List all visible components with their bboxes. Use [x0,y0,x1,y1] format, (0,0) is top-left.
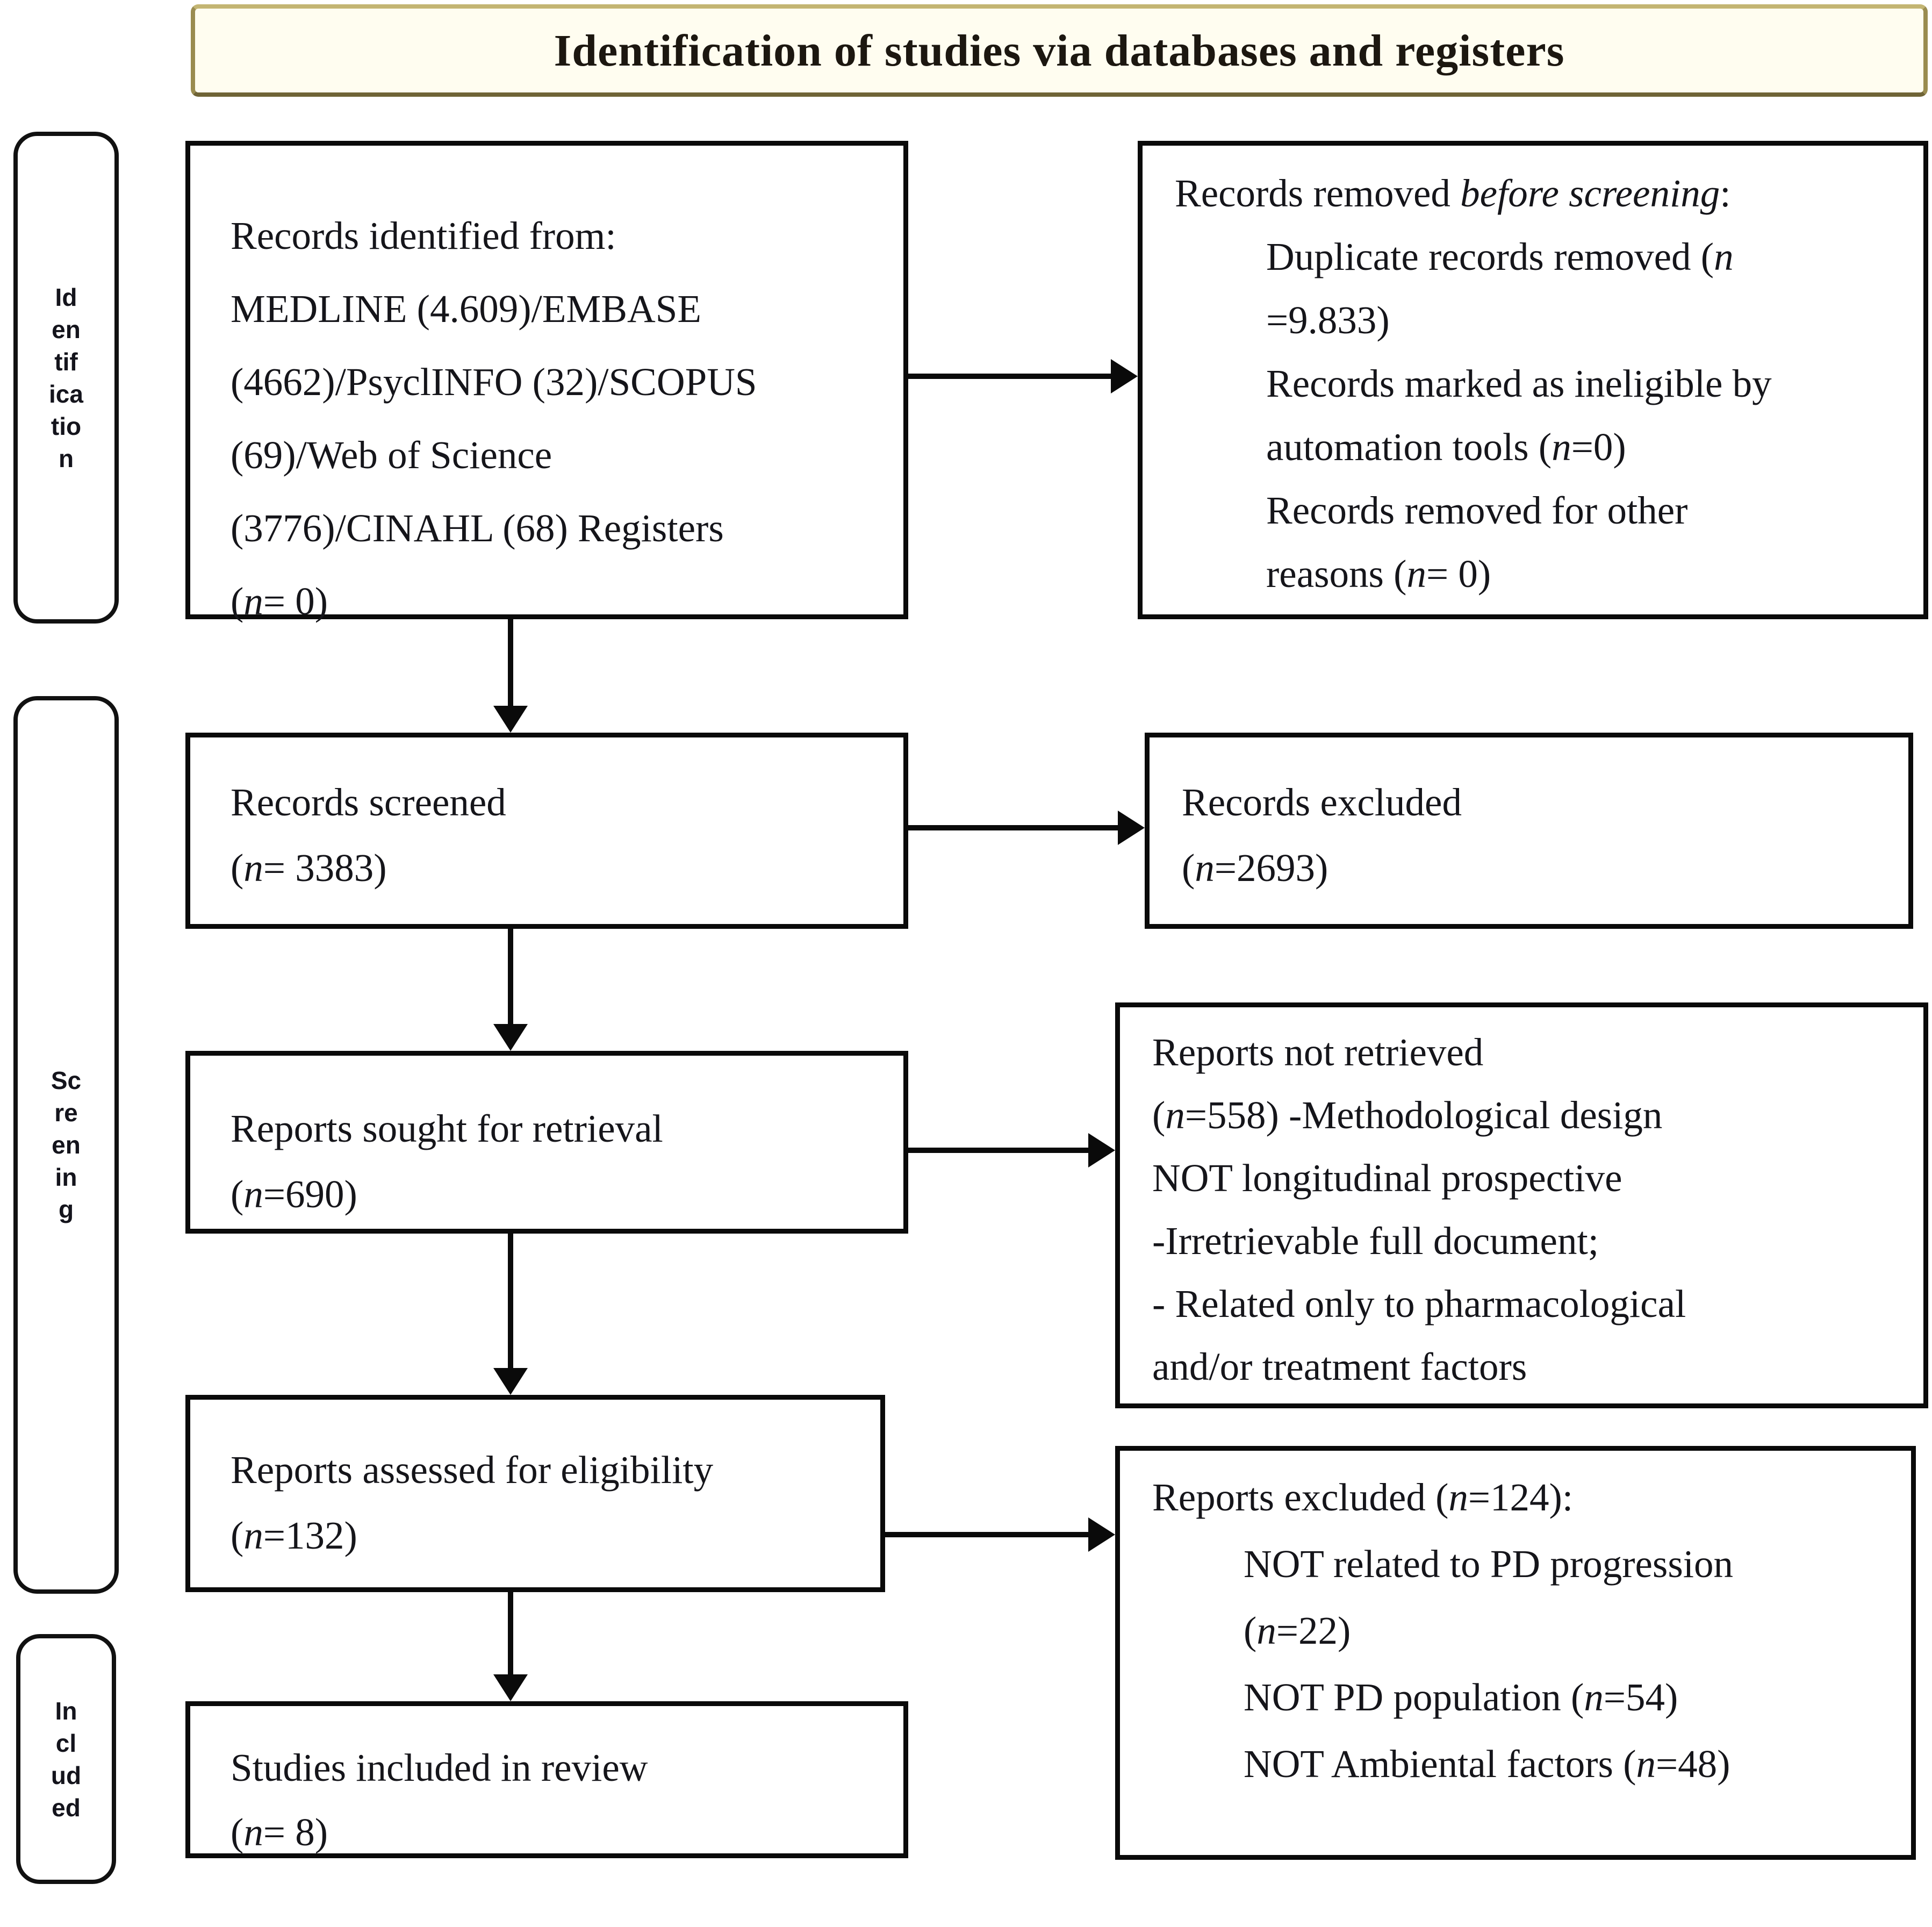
diagram-title-box: Identification of studies via databases … [191,4,1928,97]
text-line: Reports not retrieved [1152,1030,1484,1074]
arrow-screened-to-sought [493,929,528,1051]
text-line: NOT Ambiental factors (n=48) [1244,1742,1730,1786]
arrow-identified-to-screened [493,619,528,733]
text-line: (4662)/PsyclINFO (32)/SCOPUS [231,360,757,404]
box-records-identified: Records identified from: MEDLINE (4.609)/… [185,141,908,623]
text-line: (n=558) -Methodological design [1152,1093,1663,1137]
arrow-identified-to-removed [906,359,1138,393]
text-line: - Related only to pharmacological [1152,1282,1686,1326]
text-line: Reports assessed for eligibility [231,1448,714,1492]
diagram-title: Identification of studies via databases … [554,25,1565,76]
text-line: =9.833) [1266,298,1390,342]
text-line: NOT related to PD progression [1244,1542,1734,1586]
arrow-sought-to-assessed [493,1234,528,1395]
text-line: (n=22) [1244,1609,1351,1652]
text-line: Records excluded [1182,780,1462,824]
text-line: NOT PD population (n=54) [1244,1675,1678,1719]
text-line: MEDLINE (4.609)/EMBASE [231,287,701,331]
box-records-excluded: Records excluded (n=2693) [1145,733,1913,929]
box-reports-sought: Reports sought for retrieval (n=690) [185,1051,908,1234]
text-line: automation tools (n=0) [1266,425,1626,469]
text-line: Reports sought for retrieval [231,1107,663,1150]
text-line: Records removed for other [1266,489,1688,532]
stage-label-identification-text: Id en tif ica tio n [49,283,83,472]
arrow-assessed-to-included [493,1592,528,1701]
text-line: (n= 0) [231,579,328,623]
text-line: Studies included in review [231,1746,648,1789]
text-line: (n=690) [231,1172,357,1216]
text-line: (n=2693) [1182,846,1328,890]
text-line: Reports excluded (n=124): [1152,1475,1574,1519]
stage-label-included-text: In cl ud ed [51,1696,82,1822]
stage-label-screening-text: Sc re en in g [51,1066,82,1223]
text-line: reasons (n= 0) [1266,552,1491,596]
stage-label-identification: Id en tif ica tio n [13,132,119,624]
text-line: -Irretrievable full document; [1152,1219,1599,1263]
box-reports-not-retrieved: Reports not retrieved (n=558) -Methodolog… [1115,1002,1928,1408]
box-records-screened: Records screened (n= 3383) [185,733,908,929]
arrow-screened-to-excluded [906,811,1145,845]
text-line: (n=132) [231,1514,357,1557]
text-line: (n= 8) [231,1810,328,1854]
text-line: (3776)/CINAHL (68) Registers [231,506,724,550]
arrow-sought-to-not-retrieved [906,1133,1115,1167]
text-line: and/or treatment factors [1152,1345,1527,1388]
box-reports-assessed: Reports assessed for eligibility (n=132) [185,1395,885,1592]
box-records-removed: Records removed before screening: Duplica… [1138,141,1928,619]
box-studies-included: Studies included in review (n= 8) [185,1701,908,1858]
stage-label-included: In cl ud ed [16,1634,116,1884]
text-line: Records marked as ineligible by [1266,362,1772,405]
arrow-assessed-to-reports-excluded [883,1517,1115,1552]
text-line: Duplicate records removed (n [1266,235,1734,278]
stage-label-screening: Sc re en in g [13,696,119,1594]
text-line: Records identified from: [231,214,616,257]
text-line: (n= 3383) [231,846,387,890]
text-line: (69)/Web of Science [231,433,552,477]
text-line: NOT longitudinal prospective [1152,1156,1622,1200]
text-line: Records removed before screening: [1175,171,1731,215]
text-line: Records screened [231,780,506,824]
box-reports-excluded: Reports excluded (n=124): NOT related to … [1115,1446,1916,1860]
